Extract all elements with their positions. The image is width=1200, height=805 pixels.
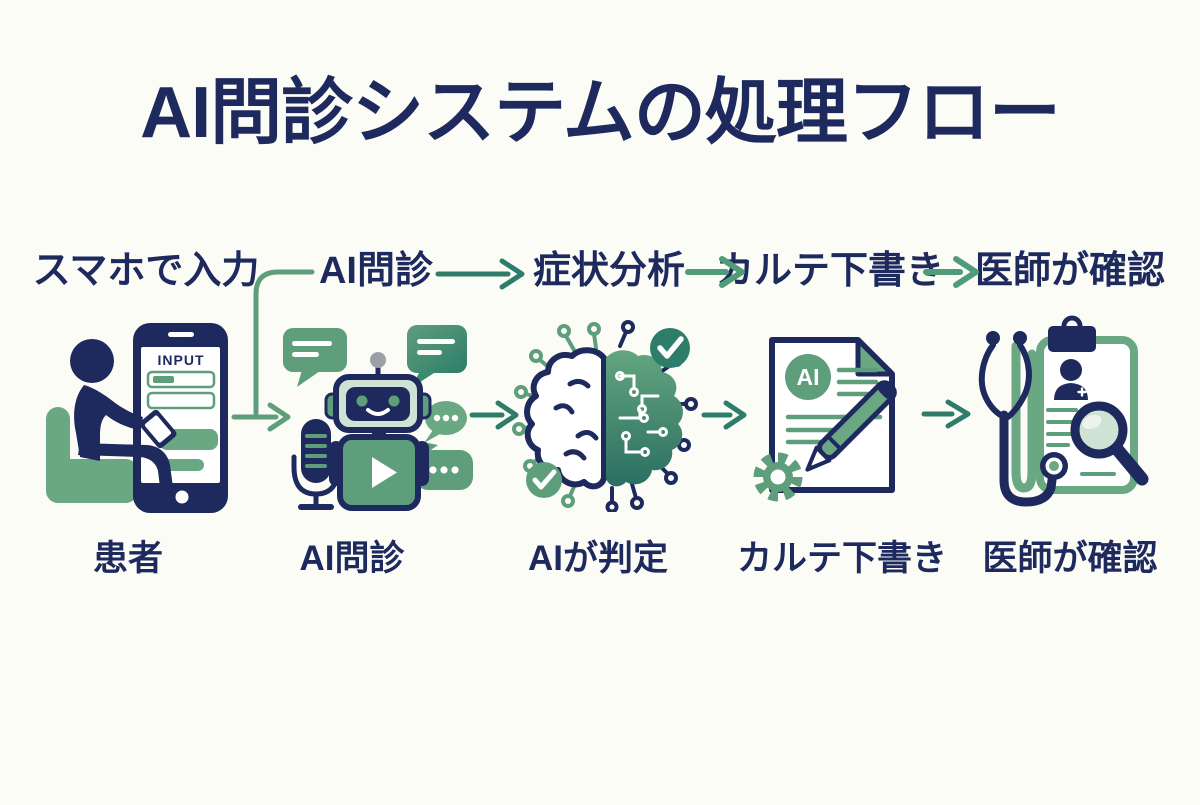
chat-bubble-icon (283, 328, 347, 387)
microphone-icon (291, 419, 341, 510)
arrow-right-icon (685, 256, 979, 288)
magnifier-icon (1070, 401, 1149, 486)
doctor-avatar (1054, 359, 1088, 400)
chat-bubble-icon (424, 401, 467, 443)
pen-icon (805, 380, 897, 472)
input-field (146, 391, 216, 410)
step-bottom-label-interview: AI問診 (299, 539, 405, 578)
ai-badge (785, 354, 831, 400)
patient-silhouette (70, 339, 175, 503)
step-bottom-label-doctor: 医師が確認 (982, 539, 1158, 578)
step-top-label-smartphone: スマホで入力 (32, 250, 260, 292)
step-bottom-label-draft: カルテ下書き (736, 539, 948, 578)
ai-brain-analysis-icon (512, 320, 698, 512)
step-top-label-draft: カルテ下書き (715, 250, 945, 292)
check-circle-icon (650, 328, 690, 368)
patient-smartphone-icon: INPUT (46, 323, 228, 513)
handheld-phone-icon (139, 409, 177, 449)
step-bottom-label-patient: 患者 (92, 539, 164, 578)
step-top-label-interview: AI問診 (318, 250, 434, 292)
arrow-right-icon (435, 258, 525, 290)
arrow-right-icon (469, 399, 971, 430)
play-icon (372, 457, 397, 488)
robot-icon (324, 352, 432, 511)
ai-chatbot-icon (283, 325, 473, 511)
medical-record-draft-icon: AI (753, 337, 897, 502)
phone-screen-heading: INPUT (158, 352, 205, 368)
chair-shape (46, 407, 140, 503)
brain-right-hemisphere (606, 350, 683, 487)
brain-left-hemisphere (524, 347, 607, 490)
step-top-label-doctor: 医師が確認 (974, 250, 1166, 292)
document-icon: AI (769, 337, 895, 493)
input-field (146, 370, 216, 389)
check-circle-icon (526, 462, 562, 498)
stethoscope-icon (978, 331, 1068, 507)
ai-badge-label: AI (797, 364, 820, 390)
elbow-arrow-icon (231, 269, 315, 432)
step-top-label-analysis: 症状分析 (532, 250, 686, 292)
step-bottom-label-judge: AIが判定 (527, 539, 669, 578)
doctor-review-icon (978, 315, 1149, 507)
page-title: AI問診システムの処理フロー (140, 73, 1061, 153)
gear-icon (753, 452, 803, 502)
